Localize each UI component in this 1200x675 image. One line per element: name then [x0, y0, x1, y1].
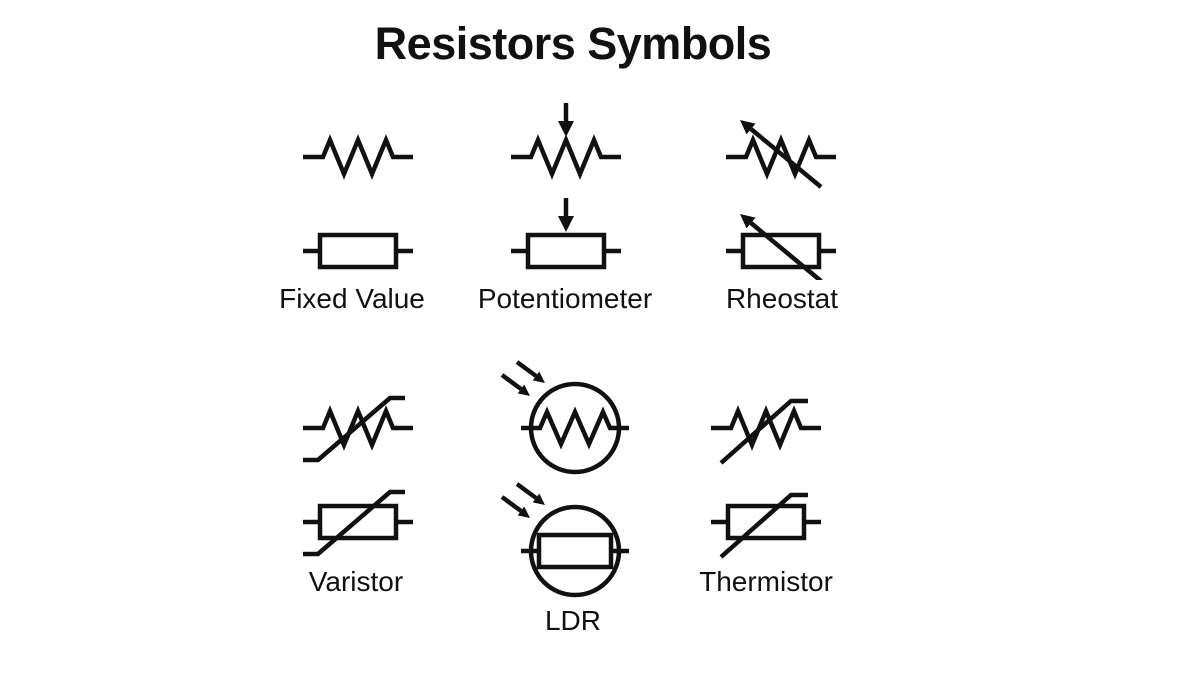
zigzag-resistor-icon: [303, 134, 413, 180]
down-arrow-icon: [558, 103, 574, 137]
light-arrow-icon: [515, 360, 545, 383]
down-arrow-icon: [558, 198, 574, 232]
rheostat-symbol-group: [701, 95, 861, 280]
half-hooked-diagonal-line-icon: [719, 398, 808, 465]
rectangle-resistor-icon: [303, 503, 413, 541]
diagonal-arrow-icon: [740, 214, 823, 280]
diagonal-arrow-icon: [740, 120, 823, 189]
fixed-value-zigzag-and-rectangle-icon: [303, 134, 413, 270]
half-hooked-diagonal-line-icon: [719, 492, 808, 559]
rectangle-resistor-icon: [726, 232, 836, 270]
rheostat-label: Rheostat: [725, 283, 839, 314]
zigzag-resistor-icon: [511, 134, 621, 180]
hooked-diagonal-line-icon: [303, 395, 405, 463]
thermistor-icon: [711, 398, 821, 559]
zigzag-resistor-icon: [726, 134, 836, 180]
zigzag-resistor-icon: [303, 405, 413, 451]
thermistor-label: Thermistor: [699, 566, 833, 597]
varistor-label: Varistor: [308, 566, 404, 597]
ldr-icon: [500, 360, 629, 598]
potentiometer-symbol-group: [501, 95, 631, 280]
fixed-value-symbol-group: [293, 95, 423, 280]
ldr-circle: [528, 504, 622, 598]
thermistor-symbol-group: [691, 366, 851, 566]
potentiometer-label: Potentiometer: [477, 283, 653, 314]
rectangle-resistor-icon: [521, 532, 629, 570]
ldr-circle: [528, 381, 622, 475]
rectangle-resistor-icon: [511, 232, 621, 270]
zigzag-resistor-icon: [521, 406, 629, 450]
light-arrow-icon: [515, 482, 545, 505]
fixed-value-label: Fixed Value: [279, 283, 425, 314]
rectangle-resistor-icon: [711, 503, 821, 541]
potentiometer-icon: [511, 103, 621, 270]
hooked-diagonal-line-icon: [303, 489, 405, 557]
page-title: Resistors Symbols: [374, 18, 772, 69]
zigzag-resistor-icon: [711, 405, 821, 451]
ldr-symbol-group: [495, 355, 655, 605]
light-arrow-icon: [500, 495, 530, 518]
rectangle-resistor-icon: [303, 232, 413, 270]
light-arrow-icon: [500, 373, 530, 396]
varistor-symbol-group: [283, 366, 443, 566]
varistor-icon: [303, 395, 413, 557]
rheostat-icon: [726, 120, 836, 280]
ldr-label: LDR: [544, 605, 601, 636]
